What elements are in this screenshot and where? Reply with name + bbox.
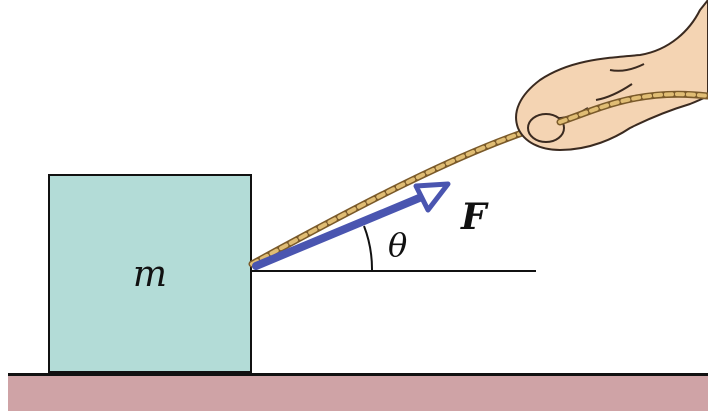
force-arrow-icon bbox=[252, 181, 451, 270]
ground-surface bbox=[8, 373, 708, 411]
hand-icon bbox=[515, 0, 708, 152]
horizontal-reference-line bbox=[252, 270, 536, 272]
angle-arc bbox=[363, 225, 374, 271]
force-label: F bbox=[461, 196, 487, 238]
mass-block: m bbox=[48, 174, 252, 373]
mass-label: m bbox=[132, 254, 168, 295]
angle-label: θ bbox=[388, 226, 408, 264]
